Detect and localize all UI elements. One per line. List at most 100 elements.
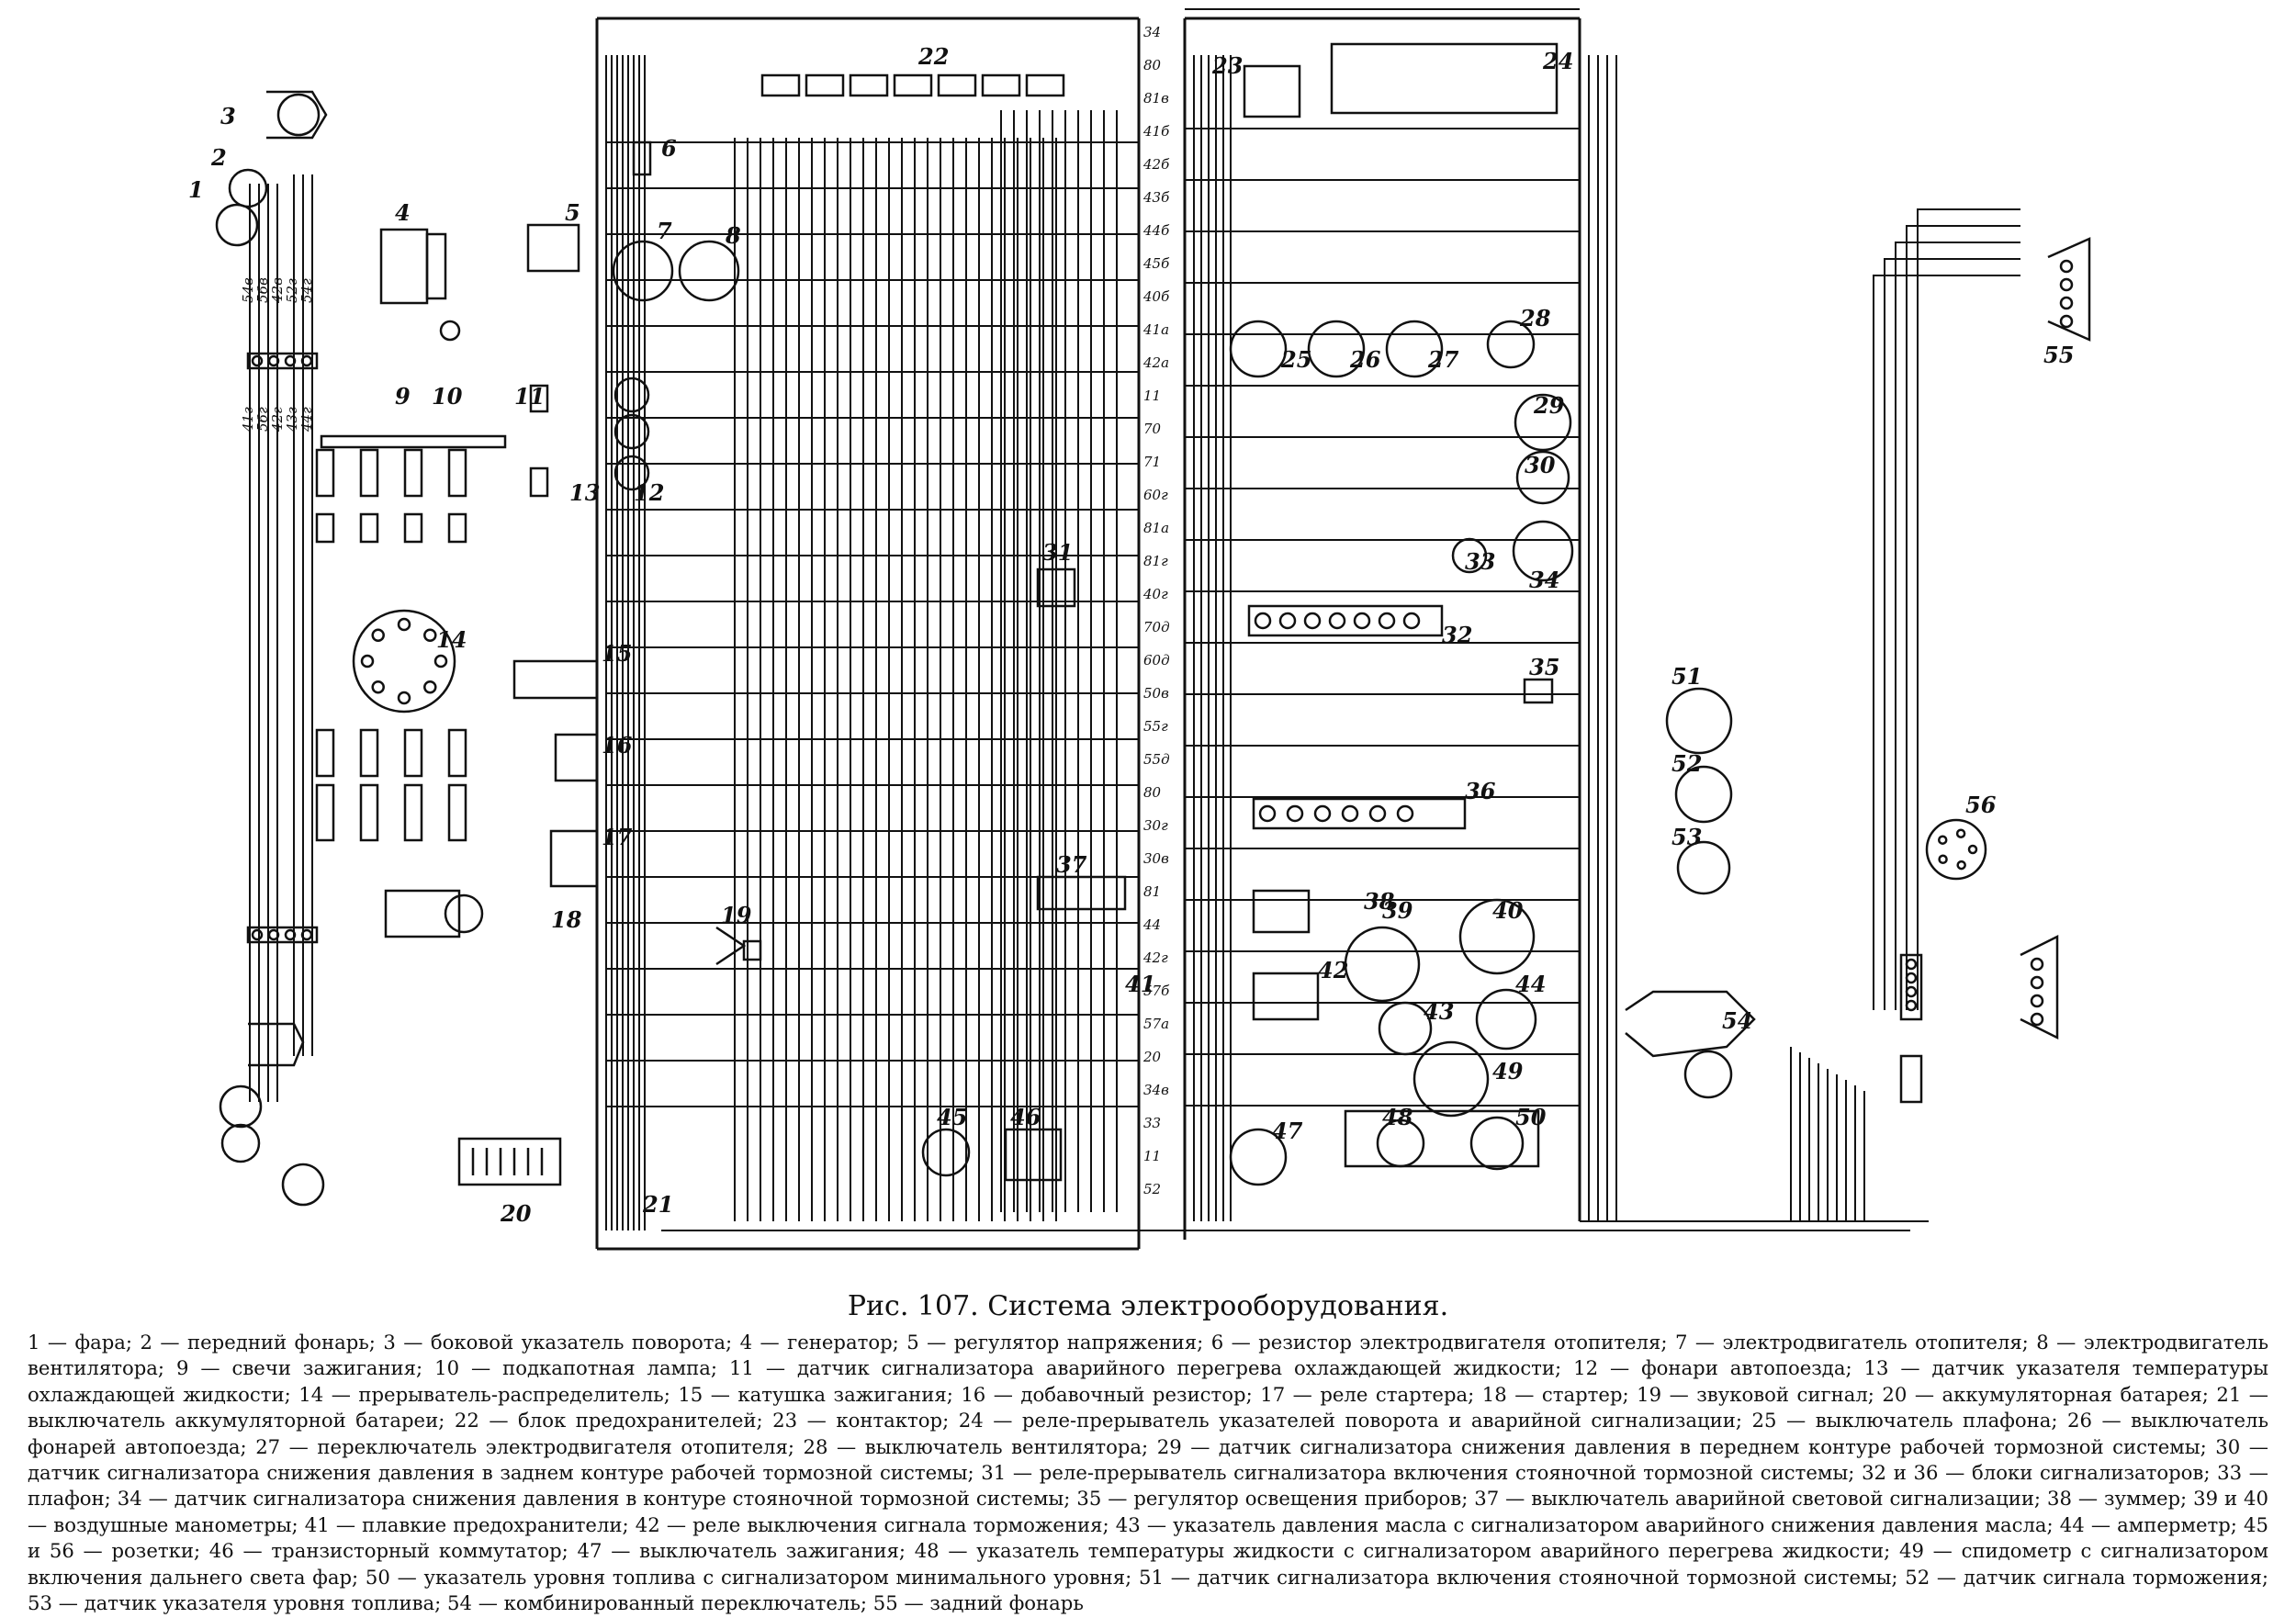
component-label-3: 3 [220,103,236,129]
legend-text: 1 — фара; 2 — передний фонарь; 3 — боков… [28,1331,2268,1615]
wire-label-right: 44б [1142,222,1170,239]
component-label-34: 34 [1529,567,1559,593]
component-label-14: 14 [436,626,467,653]
wire-label-right: 41б [1142,123,1170,140]
wire-label-left: 52г [284,278,300,303]
wire-label-right: 11 [1143,1148,1161,1164]
wire-label-right: 60д [1143,652,1170,669]
component-label-35: 35 [1529,654,1559,680]
component-label-29: 29 [1533,392,1565,419]
component-label-26: 26 [1349,346,1381,373]
component-label-40: 40 [1492,897,1524,924]
wire-label-left: 42г [269,407,286,433]
component-symbols [215,42,2091,1207]
wire-label-right: 80 [1143,784,1162,801]
wire-label-right: 70 [1143,421,1162,437]
wire-label-right: 33 [1143,1115,1161,1131]
component-label-20: 20 [500,1200,532,1227]
component-label-16: 16 [602,732,633,758]
component-label-25: 25 [1280,346,1311,373]
component-label-2: 2 [210,144,227,171]
wire-label-right: 34 [1143,24,1161,40]
component-label-24: 24 [1542,48,1573,74]
component-label-21: 21 [642,1191,673,1218]
component-label-17: 17 [602,824,633,850]
component-label-46: 46 [1010,1104,1041,1130]
component-label-55: 55 [2043,342,2074,368]
wire-label-right: 20 [1142,1049,1162,1065]
wire-label-right: 34в [1143,1082,1169,1098]
wire-label-right: 60г [1143,487,1168,503]
component-label-53: 53 [1671,824,1702,850]
component-label-13: 13 [569,479,600,506]
component-label-43: 43 [1424,998,1454,1025]
component-label-23: 23 [1211,52,1243,79]
wire-label-left: 56в [254,277,271,303]
wire-label-right: 81г [1143,553,1168,569]
component-label-1: 1 [188,176,204,203]
component-label-5: 5 [565,199,580,226]
wire-label-right: 45б [1142,255,1170,272]
component-label-44: 44 [1515,971,1546,997]
component-label-8: 8 [725,222,741,249]
wire-label-right: 11 [1143,388,1161,404]
component-label-45: 45 [937,1104,967,1130]
wire-label-right: 43б [1142,189,1170,206]
wire-label-left: 42в [269,277,286,304]
component-label-10: 10 [432,383,463,410]
component-label-9: 9 [395,383,411,410]
component-label-6: 6 [661,135,677,162]
wire-label-left: 44г [298,407,315,433]
component-label-27: 27 [1427,346,1459,373]
component-label-49: 49 [1492,1058,1524,1084]
component-label-52: 52 [1671,750,1702,777]
wire-label-right: 40г [1142,586,1168,602]
component-label-37: 37 [1056,851,1087,878]
wire-label-right: 30в [1143,850,1169,867]
wire-label-right: 41а [1142,321,1169,338]
component-label-19: 19 [721,902,752,928]
component-label-30: 30 [1525,452,1556,478]
wire-label-left: 41г [240,407,256,433]
wire-label-right: 50в [1143,685,1169,702]
wire-label-right: 71 [1143,454,1161,470]
component-label-47: 47 [1272,1118,1303,1144]
wire-label-right: 55д [1143,751,1170,768]
component-label-18: 18 [551,906,582,933]
component-label-12: 12 [634,479,664,506]
component-label-22: 22 [917,43,949,70]
wire-label-right: 42г [1142,949,1168,966]
component-label-28: 28 [1519,305,1551,331]
wire-label-right: 52 [1143,1181,1161,1197]
wire-label-right: 30г [1143,817,1168,834]
component-label-11: 11 [514,383,545,410]
wire-label-right: 57б [1143,983,1170,999]
component-label-36: 36 [1465,778,1496,804]
figure-legend: 1 — фара; 2 — передний фонарь; 3 — боков… [28,1330,2268,1616]
wire-label-right: 40б [1142,288,1170,305]
wire-label-right: 81а [1143,520,1169,536]
component-label-48: 48 [1382,1104,1413,1130]
wire-label-left: 54в [240,277,256,303]
component-label-31: 31 [1042,539,1073,566]
component-label-33: 33 [1465,548,1495,575]
wire-label-right: 70д [1143,619,1170,635]
component-label-38: 38 [1364,888,1395,915]
component-label-41: 41 [1125,971,1155,997]
wire-label-right: 80 [1143,57,1162,73]
component-label-54: 54 [1722,1007,1752,1034]
wire-label-right: 81в [1143,90,1169,107]
figure-caption: Рис. 107. Система электрооборудования. [847,1290,1449,1322]
component-label-32: 32 [1442,622,1472,648]
component-label-7: 7 [657,218,672,244]
component-label-50: 50 [1515,1104,1547,1130]
wire-label-right: 81 [1143,883,1161,900]
wire-label-right: 42б [1142,156,1170,173]
wire-label-right: 44 [1142,916,1161,933]
component-label-39: 39 [1382,897,1413,924]
wire-label-right: 57а [1143,1016,1169,1032]
component-label-15: 15 [602,640,632,667]
component-label-51: 51 [1671,663,1702,690]
component-label-42: 42 [1318,957,1348,983]
